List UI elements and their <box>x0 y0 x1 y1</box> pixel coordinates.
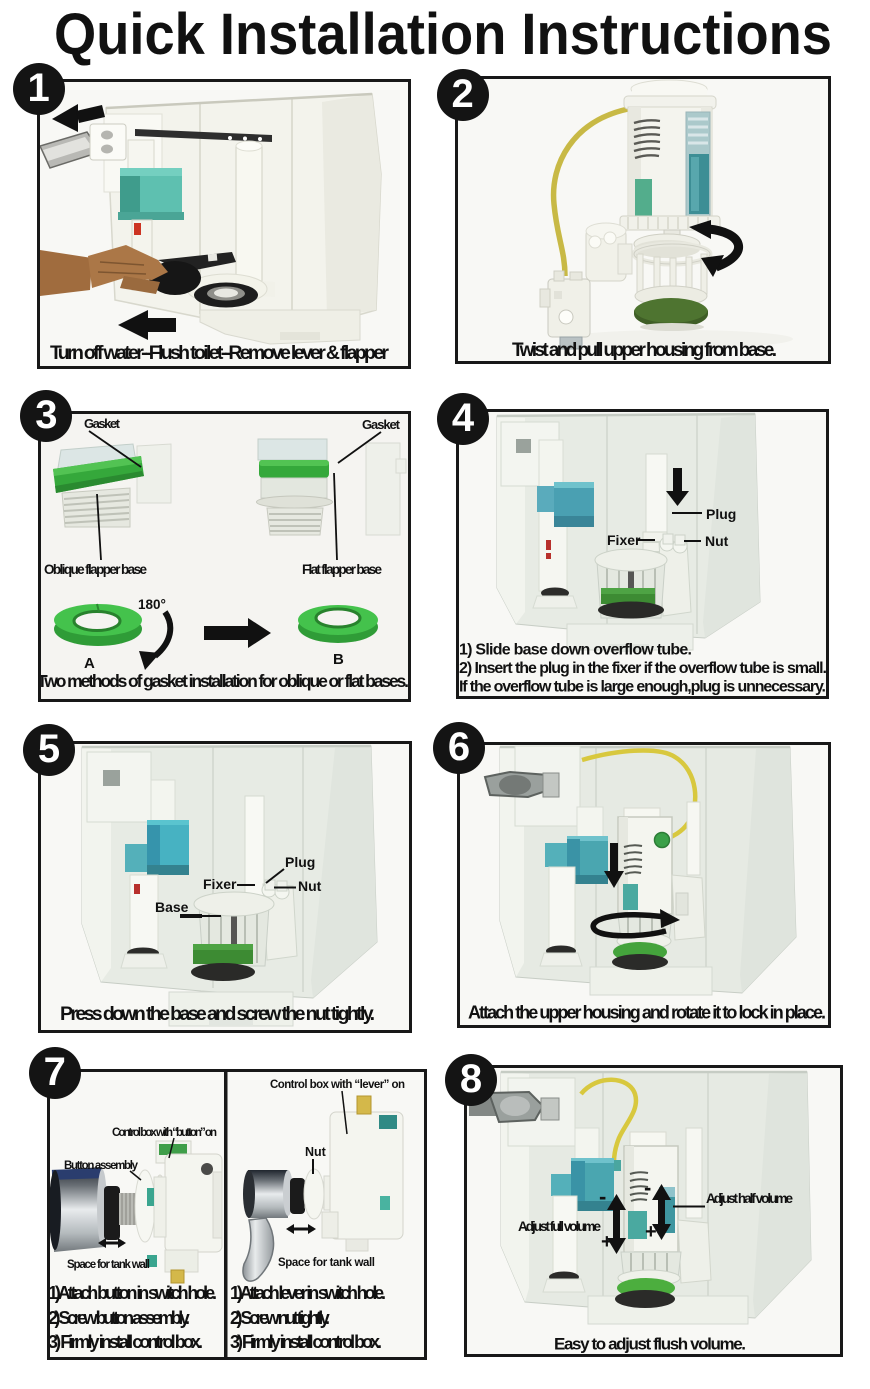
svg-text:Button assembly: Button assembly <box>64 1160 139 1172</box>
svg-text:1) Slide base down overflow tu: 1) Slide base down overflow tube. <box>459 642 692 659</box>
svg-text:Control box with “button” on: Control box with “button” on <box>112 1127 217 1139</box>
svg-text:2) Screw button assembly.: 2) Screw button assembly. <box>50 1308 190 1328</box>
svg-text:Space for tank wall: Space for tank wall <box>67 1259 150 1271</box>
svg-text:Space for tank wall: Space for tank wall <box>278 1257 375 1269</box>
svg-text:-: - <box>599 1184 606 1209</box>
svg-text:Press down the base and screw: Press down the base and screw the nut ti… <box>60 1003 375 1025</box>
svg-text:3) Firmly install control box.: 3) Firmly install control box. <box>230 1332 382 1352</box>
svg-text:Gasket: Gasket <box>84 416 121 431</box>
svg-text:2) Screw nut tightly.: 2) Screw nut tightly. <box>230 1308 330 1328</box>
svg-text:Control box with “lever” on: Control box with “lever” on <box>270 1079 405 1091</box>
svg-text:Plug: Plug <box>706 506 736 522</box>
svg-text:Fixer: Fixer <box>607 532 641 548</box>
svg-text:Nut: Nut <box>705 533 729 549</box>
svg-text:Quick Installation Instruction: Quick Installation Instructions <box>54 2 832 67</box>
svg-text:Two methods of gasket installa: Two methods of gasket installation for o… <box>41 671 408 691</box>
svg-text:Gasket: Gasket <box>362 417 401 432</box>
svg-text:Attach the upper housing and r: Attach the upper housing and rotate it t… <box>468 1003 826 1023</box>
svg-text:Easy to adjust flush volume.: Easy to adjust flush volume. <box>554 1335 746 1354</box>
svg-text:Plug: Plug <box>285 854 315 870</box>
svg-text:Twist and pull upper housing f: Twist and pull upper housing from base. <box>512 340 777 361</box>
svg-text:180°: 180° <box>138 597 166 612</box>
svg-text:B: B <box>333 651 344 668</box>
svg-text:1)Attach button in switch hole: 1)Attach button in switch hole. <box>50 1283 217 1303</box>
svg-text:Adjust full volume: Adjust full volume <box>518 1219 601 1234</box>
svg-text:3) Firmly install control box.: 3) Firmly install control box. <box>50 1332 203 1352</box>
svg-text:-: - <box>644 1175 651 1200</box>
svg-text:2) Insert the plug in the fixe: 2) Insert the plug in the fixer if the o… <box>459 660 826 677</box>
svg-text:+: + <box>645 1221 657 1243</box>
svg-text:1)Attach lever in switch hole.: 1)Attach lever in switch hole. <box>230 1283 386 1303</box>
svg-text:Nut: Nut <box>298 878 322 894</box>
svg-text:Nut: Nut <box>305 1145 327 1159</box>
svg-text:Oblique flapper base: Oblique flapper base <box>44 562 147 577</box>
svg-text:Base: Base <box>155 899 189 915</box>
svg-text:Flat flapper base: Flat flapper base <box>302 562 382 577</box>
svg-text:+: + <box>601 1231 613 1253</box>
svg-text:If the overflow tube is large: If the overflow tube is large enough,plu… <box>459 679 826 696</box>
svg-text:Fixer: Fixer <box>203 876 237 892</box>
svg-text:A: A <box>84 655 95 672</box>
svg-text:Adjust half volume: Adjust half volume <box>706 1191 793 1206</box>
svg-text:Turn off water--Flush toilet--: Turn off water--Flush toilet--Remove lev… <box>50 342 389 364</box>
